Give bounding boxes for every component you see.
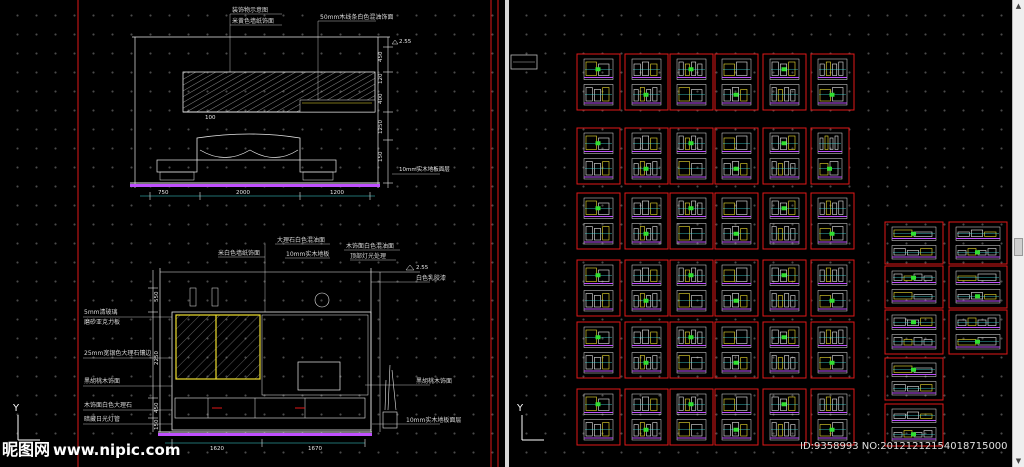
sheet-thumbnail[interactable] <box>669 388 714 446</box>
scroll-up-icon[interactable]: ▲ <box>1015 2 1022 10</box>
bot-dim-1: 1620 <box>210 446 224 452</box>
scroll-down-icon[interactable]: ▼ <box>1015 457 1022 465</box>
bot-level-5: 450 <box>154 402 160 413</box>
bot-left-ann-2: 磨砂亚克力板 <box>84 318 120 326</box>
bot-level-1: 2.55 <box>416 265 429 271</box>
top-level-3: 120 <box>378 73 384 84</box>
top-level-7: 150 <box>378 151 384 162</box>
sheet-thumbnail[interactable] <box>669 259 714 317</box>
ucs-y-label: Y <box>12 403 20 414</box>
top-floor-note: 10mm实木地板面层 <box>399 165 450 173</box>
sheet-thumbnail[interactable] <box>714 127 759 185</box>
bot-top-ann-1: 大理石白色混油面 <box>277 236 325 244</box>
bot-level-6: 150 <box>154 419 160 430</box>
bot-right-ann-1: 白色乳胶漆 <box>416 274 446 282</box>
sheet-thumbnail[interactable] <box>669 321 714 379</box>
right-viewport[interactable]: Y <box>509 0 1012 467</box>
scroll-thumb[interactable] <box>1014 238 1023 256</box>
bot-top-ann-5: 顶部灯光处理 <box>350 252 386 260</box>
sheet-thumbnail[interactable] <box>884 265 944 309</box>
bot-level-3: 550 <box>154 291 160 302</box>
sheet-thumbnail[interactable] <box>810 192 855 250</box>
top-ann-4: 100 <box>205 115 216 121</box>
sheet-thumbnail[interactable] <box>762 388 807 446</box>
top-level-4: 400 <box>378 93 384 104</box>
top-ann-1: 装饰物示意图 <box>232 6 268 14</box>
sheet-thumbnail[interactable] <box>576 53 621 111</box>
sheet-thumbnail[interactable] <box>624 192 669 250</box>
sheet-thumbnail[interactable] <box>948 265 1008 309</box>
bot-left-ann-4: 黑胡桃木饰面 <box>84 377 120 385</box>
sheet-thumbnail[interactable] <box>762 192 807 250</box>
sheet-thumbnail[interactable] <box>714 321 759 379</box>
sheet-thumbnail[interactable] <box>576 192 621 250</box>
bot-right-ann-3: 10mm实木地板面层 <box>406 416 461 424</box>
sheet-thumbnail[interactable] <box>669 192 714 250</box>
top-dim-3: 1200 <box>330 190 344 196</box>
sheet-thumbnail[interactable] <box>810 127 850 185</box>
bot-level-4: 2250 <box>154 351 160 365</box>
sheet-thumbnail[interactable] <box>669 127 714 185</box>
sheet-thumbnail[interactable] <box>810 321 855 379</box>
sheet-thumbnail[interactable] <box>714 388 759 446</box>
sheet-thumbnail[interactable] <box>624 53 669 111</box>
bot-left-ann-1: 5mm清玻璃 <box>84 308 118 316</box>
sheet-overview: Y <box>510 53 1008 447</box>
sheet-thumbnail[interactable] <box>810 53 855 111</box>
ucs-marker-icon <box>510 54 538 70</box>
top-level-6: 1250 <box>378 120 384 134</box>
sheet-thumbnail[interactable] <box>714 259 759 317</box>
sheet-thumbnail[interactable] <box>576 127 621 185</box>
sheet-thumbnail[interactable] <box>884 221 944 265</box>
bot-top-ann-4: 木饰面白色混油面 <box>346 242 394 250</box>
sheet-thumbnail[interactable] <box>576 388 621 446</box>
bot-right-ann-2: 黑胡桃木饰面 <box>416 377 452 385</box>
sheet-thumbnail[interactable] <box>762 53 807 111</box>
viewport-splitter[interactable] <box>505 0 509 467</box>
top-elevation: 750 2000 1200 450 120 400 1250 150 2.55 … <box>130 6 450 200</box>
ucs-axis-icon: Y <box>12 403 40 441</box>
watermark-url: www.nipic.com <box>53 441 181 459</box>
sheet-thumbnail[interactable] <box>948 309 1008 355</box>
top-dim-1: 750 <box>158 190 169 196</box>
bot-dim-2: 1670 <box>308 446 322 452</box>
sheet-thumbnail[interactable] <box>576 321 621 379</box>
ucs-axis-icon-right: Y <box>516 403 544 441</box>
sheet-thumbnail[interactable] <box>624 388 669 446</box>
elevation-drawing: 750 2000 1200 450 120 400 1250 150 2.55 … <box>12 0 499 467</box>
sheet-thumbnail[interactable] <box>884 309 944 355</box>
sheet-thumbnail[interactable] <box>762 321 807 379</box>
bot-left-ann-6: 暗藏日光灯管 <box>84 415 120 423</box>
sheet-thumbnail[interactable] <box>948 221 1008 265</box>
top-dim-2: 2000 <box>236 190 250 196</box>
sheet-thumbnail[interactable] <box>624 321 669 379</box>
top-ann-3: 50mm木线条白色混油饰面 <box>320 13 393 21</box>
left-viewport[interactable]: 750 2000 1200 450 120 400 1250 150 2.55 … <box>0 0 505 467</box>
top-ann-2: 米黄色墙纸饰面 <box>232 17 274 25</box>
bot-left-ann-5: 木饰面白色大理石 <box>84 401 132 409</box>
sheet-thumbnail[interactable] <box>714 192 759 250</box>
watermark-brand: 昵图网 <box>2 440 51 459</box>
sheet-thumbnail[interactable] <box>576 259 621 317</box>
sheet-thumbnail[interactable] <box>714 53 759 111</box>
sheet-thumbnail[interactable] <box>669 53 714 111</box>
top-level-1: 2.55 <box>399 39 412 45</box>
vertical-scrollbar[interactable]: ▲ ▼ <box>1012 0 1024 467</box>
sheet-thumbnail[interactable] <box>884 403 944 447</box>
sheet-thumbnail[interactable] <box>884 357 944 401</box>
sheet-thumbnail[interactable] <box>624 259 669 317</box>
bot-left-ann-3: 25mm宽银色大理石镶边 <box>84 349 151 357</box>
bot-top-ann-2: 米白色墙纸饰面 <box>218 249 260 257</box>
image-id-text: ID:9358993 NO:20121212154018715000 <box>800 441 1008 452</box>
bottom-elevation: 1620 1670 550 2250 450 150 2.55 大理石白色混油面 <box>83 236 461 452</box>
sheet-thumbnail[interactable] <box>624 127 669 185</box>
top-level-2: 450 <box>378 51 384 62</box>
sheet-thumbnail[interactable] <box>810 259 855 317</box>
sheet-thumbnail[interactable] <box>762 259 807 317</box>
sheet-thumbnail[interactable] <box>762 127 807 185</box>
bot-top-ann-3: 10mm实木地板 <box>286 250 329 258</box>
ucs-y-label-right: Y <box>516 403 524 414</box>
sheet-thumbnail[interactable] <box>810 388 855 446</box>
